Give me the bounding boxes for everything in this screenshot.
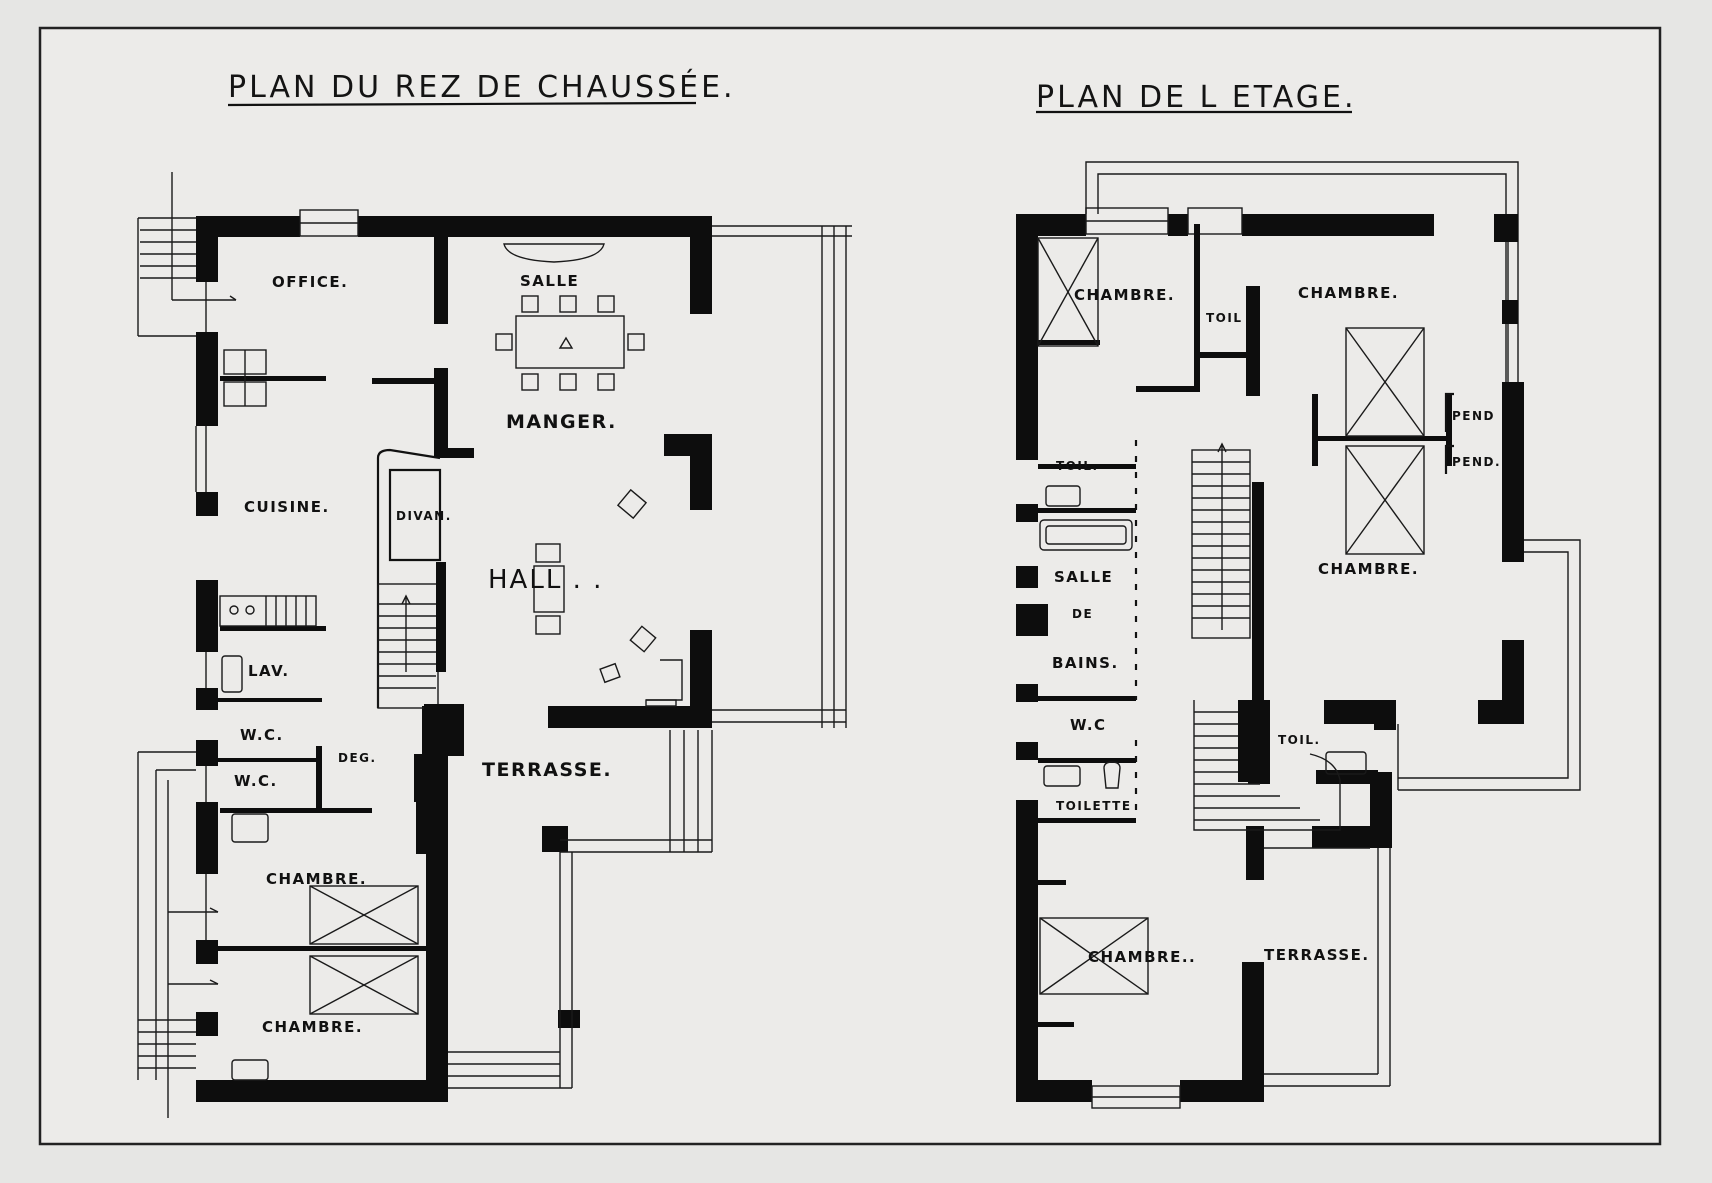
upper-chambre-nw-label: CHAMBRE.	[1074, 286, 1175, 304]
ground-salle-label: SALLE	[520, 272, 579, 290]
kitchen-fixtures	[219, 349, 317, 1081]
upper-chambre-ne-label: CHAMBRE.	[1298, 284, 1399, 302]
ground-terrasse-label: TERRASSE.	[482, 759, 612, 781]
upper-wardrobes	[1444, 392, 1454, 474]
upper-wc-label: W.C	[1070, 716, 1107, 734]
upper-de-label: DE	[1072, 607, 1093, 621]
upper-windows	[1085, 207, 1509, 1109]
ground-east-terrace	[448, 225, 852, 1089]
upper-main-stair	[1191, 442, 1341, 831]
upper-bath-fixtures	[1039, 485, 1367, 789]
ground-windows	[195, 209, 359, 940]
upper-chambre-e-label: CHAMBRE.	[1318, 560, 1419, 578]
upper-north-balcony	[1085, 161, 1519, 384]
upper-toilette-label: TOILETTE	[1056, 799, 1132, 813]
upper-beds	[1037, 237, 1425, 995]
ground-lav-label: LAV.	[248, 662, 290, 680]
upper-toil-3-label: TOIL.	[1278, 733, 1321, 747]
upper-floor-plan: CHAMBRE. TOIL CHAMBRE. PEND PEND. TOIL. …	[1016, 161, 1581, 1109]
ground-deg-label: DEG.	[338, 751, 377, 765]
dining-furniture	[495, 243, 645, 391]
upper-interior-walls	[1038, 224, 1452, 1027]
upper-salle-label: SALLE	[1054, 568, 1113, 586]
upper-pend-2-label: PEND.	[1452, 455, 1501, 469]
upper-bains-label: BAINS.	[1052, 654, 1119, 672]
upper-terrasse-label: TERRASSE.	[1264, 946, 1370, 964]
ground-cuisine-label: CUISINE.	[244, 498, 330, 516]
ground-beds	[309, 885, 419, 1015]
upper-east-terrace	[1397, 539, 1581, 791]
ground-divan-label: DIVAN.	[396, 509, 452, 523]
ground-wc-2-label: W.C.	[234, 772, 278, 790]
ground-floor-plan: OFFICE. SALLE MANGER. CUISINE. DIVAN. HA…	[137, 172, 852, 1118]
upper-toil-2-label: TOIL.	[1056, 459, 1099, 473]
upper-exterior-walls	[1016, 214, 1524, 1102]
upper-south-terrace	[1264, 847, 1391, 1087]
upper-floor-title: PLAN DE L ETAGE.	[1036, 80, 1357, 115]
ground-chambre-2-label: CHAMBRE.	[262, 1018, 363, 1036]
upper-toil-1-label: TOIL	[1206, 311, 1243, 325]
upper-pend-1-label: PEND	[1452, 409, 1495, 423]
hall-furniture	[533, 488, 683, 707]
ground-interior-walls	[218, 216, 474, 951]
ground-manger-label: MANGER.	[506, 411, 617, 433]
upper-chambre-s-label: CHAMBRE..	[1088, 948, 1196, 966]
ground-floor-title-underline	[227, 101, 697, 107]
ground-hall-label: HALL . .	[488, 565, 603, 595]
ground-west-terrace	[137, 751, 219, 1118]
ground-main-stair	[376, 448, 464, 756]
ground-floor-title: PLAN DU REZ DE CHAUSSÉE.	[228, 69, 736, 105]
entry-stair-north	[137, 172, 237, 337]
ground-office-label: OFFICE.	[272, 273, 348, 291]
ground-chambre-1-label: CHAMBRE.	[266, 870, 367, 888]
ground-wc-1-label: W.C.	[240, 726, 284, 744]
sheet-border	[38, 26, 1662, 1146]
